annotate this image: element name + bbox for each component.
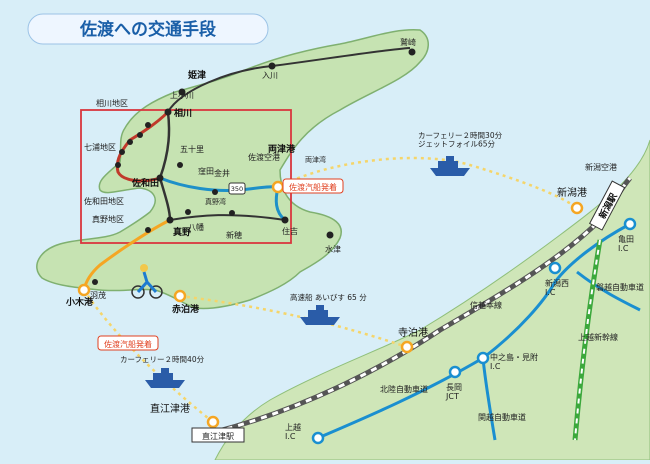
expressway-banetsu [576,270,641,312]
niigata-station-box [588,180,626,231]
map-title: 佐渡への交通手段 [79,19,216,40]
label-mano-bay: 真野湾 [205,197,226,206]
naoetsu-station-box [191,427,245,443]
ic-markers [311,217,637,445]
rail-joetsu-shinkansen-dash [574,239,601,441]
ship-icon [145,368,185,388]
label-hamuchi: 羽茂 [90,290,106,300]
label-sawata-area: 佐和田地区 [84,196,124,206]
ferry-note-teradomari-akadomari: 高速船 あいびす 65 分 [290,292,367,302]
label-mano: 真野 [173,226,191,238]
ferry-route-naoetsu-ogi [82,289,214,423]
label-niigata-port: 新潟港 [557,186,587,199]
label-kubota: 窪田 [198,166,214,176]
ship-icon [300,305,340,325]
title-bg [27,13,269,45]
cyclist-icon [131,264,163,299]
label-ryotsu-port: 両津港 [268,143,296,155]
label-joetsu-shinkansen: 上越新幹線 [578,332,618,342]
label-ogi-port: 小木港 [65,296,94,308]
label-naoetsu-port: 直江津港 [150,402,190,415]
label-sawata: 佐和田 [131,177,159,189]
label-ogi-departure: 佐渡汽船発着 [104,339,152,349]
label-sumiyoshi: 住吉 [282,226,298,236]
label-kanai: 金井 [214,168,230,178]
label-izumi: 五十里 [180,144,204,154]
rail-shinetsu-dash [214,177,632,434]
label-mizutsu: 水津 [325,244,341,254]
label-washizaki: 鷲崎 [400,37,416,47]
label-shinpo: 新穂 [226,230,242,240]
port-markers [77,180,584,429]
ferry-note-naoetsu-ogi: カーフェリー２時間40分 [120,355,205,364]
label-ryotsu-bay: 両津湾 [305,155,326,164]
label-kanetsu-exp: 関越自動車道 [478,412,526,422]
label-shinetsu-line: 信越本線 [470,300,502,310]
label-hakkan: 八幡 [188,222,204,232]
route-badge [228,182,246,195]
label-mano-area: 真野地区 [92,214,124,224]
ryotsu-departure-tag [282,178,344,194]
route-350-label: 350 [231,185,243,193]
label-himezu: 姫津 [188,69,206,81]
label-akadomari-port: 赤泊港 [172,303,200,315]
node-dots [92,48,416,285]
label-niigata-airport: 新潟空港 [585,162,617,172]
label-sado-airport: 佐渡空港 [248,152,280,162]
label-hokuriku-exp: 北陸自動車道 [380,384,428,394]
label-banetsu-exp: 磐越自動車道 [596,282,644,292]
ferry-note-niigata-ryotsu: カーフェリー２時間30分ジェットフォイル65分 [418,131,503,149]
label-aikawa: 相川 [174,107,192,119]
highlight-box [80,109,292,244]
road-coastal-aikawa [115,110,170,183]
road-mano-sumiyoshi [169,214,286,221]
label-teradomari-port: 寺泊港 [398,327,428,339]
expressway-hokuriku [317,222,631,440]
label-ryotsu-departure: 佐渡汽船発着 [289,182,337,192]
label-shichiura-area: 七浦地区 [84,142,116,152]
ferry-route-niigata-ryotsu [277,156,578,209]
road-mano-ogi [82,218,171,291]
mainland-honshu [214,139,650,461]
label-iriga: 入川 [262,71,278,80]
ogi-departure-tag [97,335,159,351]
expressway-kanetsu [481,357,497,441]
label-kamikowa: 上小川 [170,91,194,100]
label-aikawa-area: 相川地区 [96,98,128,108]
ship-icon [430,156,470,176]
label-naoetsu-station: 直江津駅 [202,431,234,441]
